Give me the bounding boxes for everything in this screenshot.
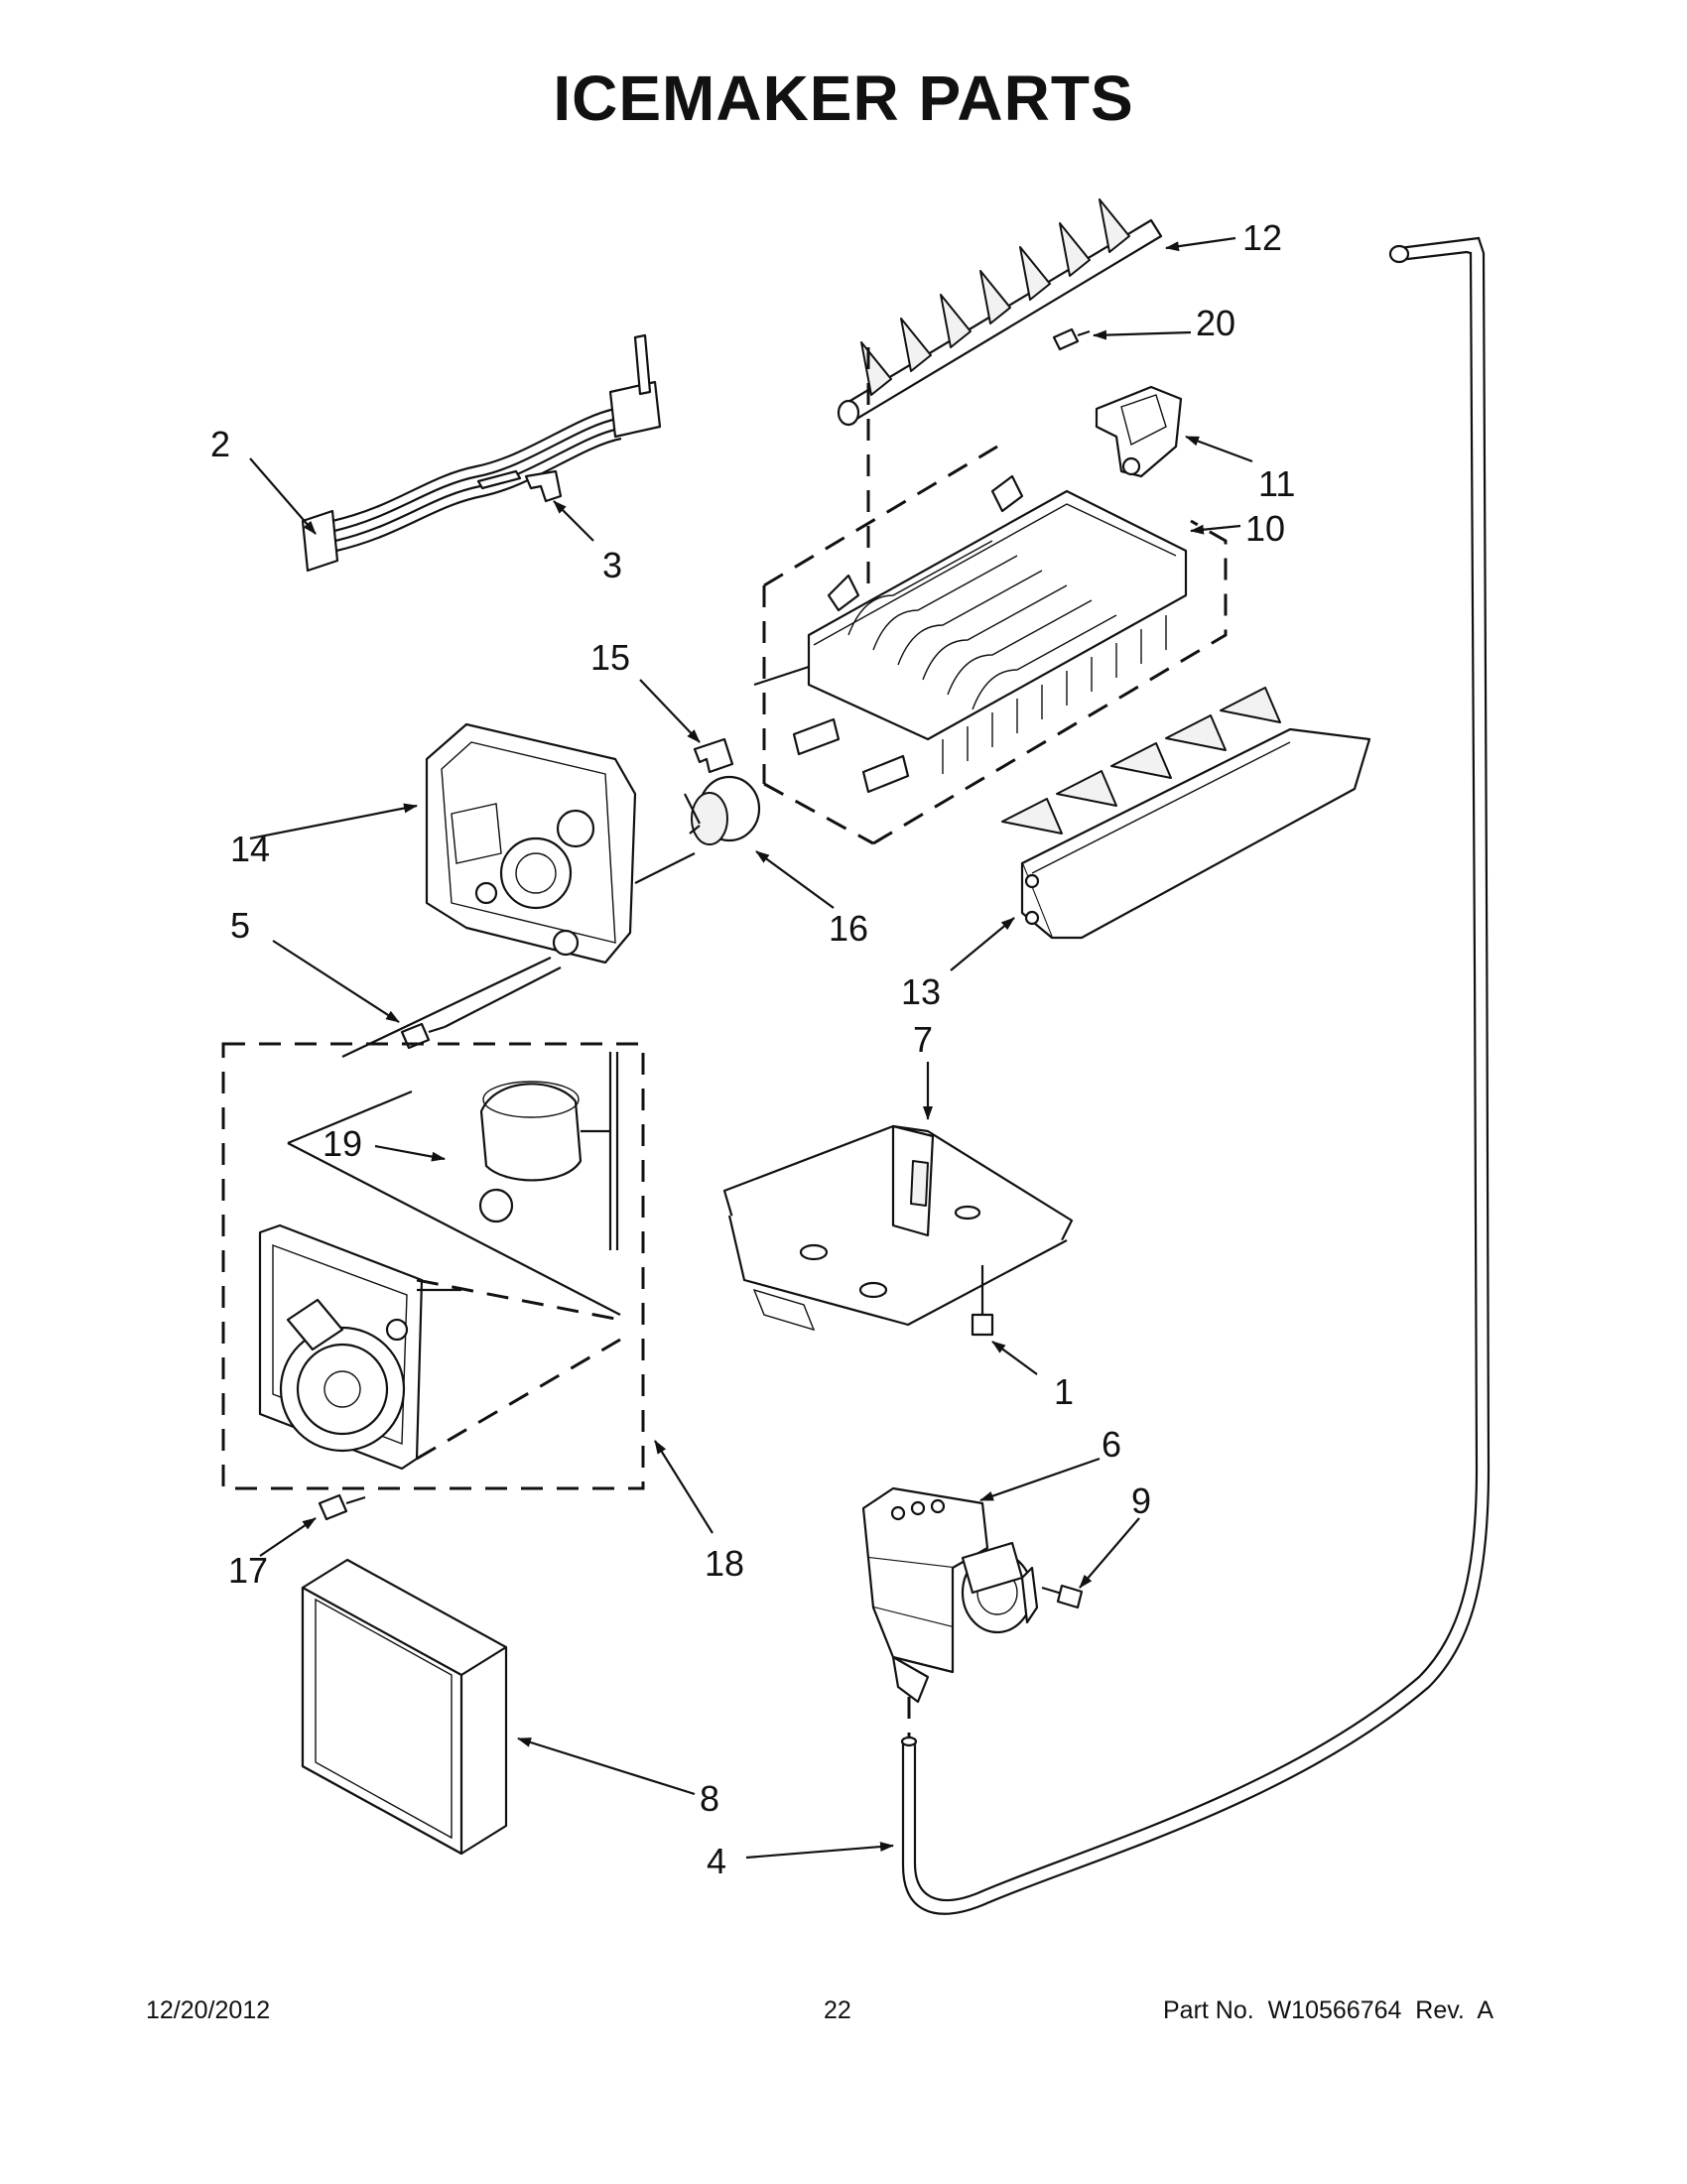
callout-1: 1 <box>1054 1371 1074 1412</box>
footer-part-number: Part No. W10566764 Rev. A <box>1163 1996 1494 2024</box>
callout-11: 11 <box>1258 463 1295 504</box>
callout-9: 9 <box>1131 1480 1151 1521</box>
callout-12: 12 <box>1242 217 1282 258</box>
callout-17: 17 <box>228 1550 268 1591</box>
mold-part-10 <box>753 474 1188 794</box>
water-tube-part-4 <box>900 236 1491 1915</box>
ejector-part-12 <box>837 198 1163 427</box>
screw-part-5 <box>400 966 562 1050</box>
diagram-title: ICEMAKER PARTS <box>553 63 1134 134</box>
callout-10: 10 <box>1245 508 1285 549</box>
callout-20: 20 <box>1196 303 1235 343</box>
screw-part-1 <box>971 1265 994 1337</box>
fill-cup-part-13 <box>1001 687 1371 940</box>
motor-part-19 <box>478 1052 619 1250</box>
leader-arrows <box>249 236 1253 1860</box>
wire-harness-part-2 <box>301 333 662 573</box>
callout-15: 15 <box>590 637 630 678</box>
screw-part-9 <box>1041 1584 1084 1609</box>
callout-2: 2 <box>210 424 230 464</box>
bracket-part-11 <box>1095 385 1183 478</box>
module-part-18 <box>258 1223 461 1471</box>
control-housing-part-14 <box>425 722 637 964</box>
footer-page-number: 22 <box>824 1996 851 2024</box>
clip-part-3 <box>524 469 563 503</box>
callout-19: 19 <box>323 1123 362 1164</box>
callout-8: 8 <box>700 1778 719 1819</box>
callout-16: 16 <box>829 908 868 949</box>
callout-3: 3 <box>602 545 622 585</box>
cover-part-8 <box>301 1558 508 1856</box>
callout-6: 6 <box>1102 1424 1121 1465</box>
footer-date: 12/20/2012 <box>146 1996 271 2024</box>
callout-5: 5 <box>230 905 250 946</box>
screw-part-20 <box>1052 327 1091 351</box>
water-valve-part-6 <box>861 1486 1039 1704</box>
clip-part-15 <box>693 737 734 774</box>
callout-18: 18 <box>705 1543 744 1584</box>
callout-13: 13 <box>901 971 941 1012</box>
callout-14: 14 <box>230 829 270 869</box>
callout-4: 4 <box>707 1841 726 1881</box>
thermostat-part-16 <box>684 775 761 845</box>
callout-numbers: 12 20 11 10 2 3 15 14 16 5 13 7 19 1 6 9… <box>210 217 1295 1881</box>
screw-part-17 <box>318 1493 366 1521</box>
callout-7: 7 <box>913 1019 933 1060</box>
shield-part-7 <box>722 1124 1074 1332</box>
